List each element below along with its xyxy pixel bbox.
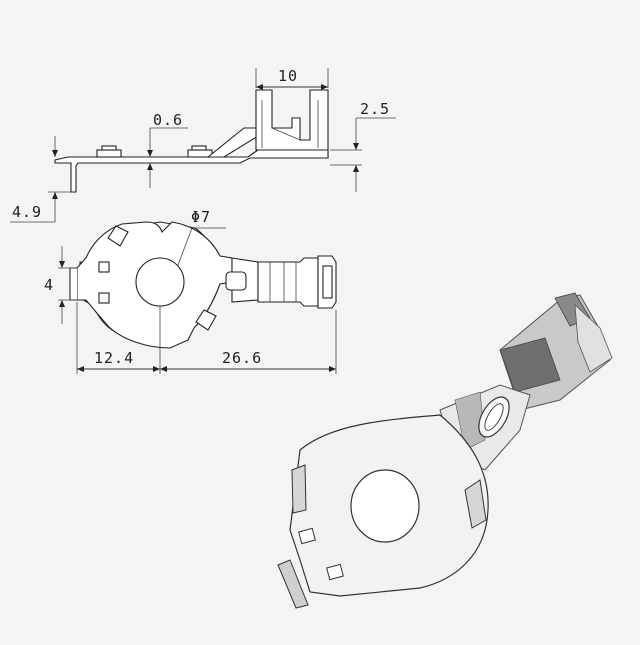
side-plate-body — [54, 149, 329, 193]
side-bump-2 — [187, 149, 213, 158]
render-center-hole — [350, 469, 420, 543]
dim-25-label: 2.5 — [360, 100, 390, 118]
render-oval-slot-inner — [484, 403, 504, 431]
side-view: 10 0.6 2.5 4.9 — [10, 67, 396, 223]
top-tab-lower — [195, 309, 217, 331]
dim-124-label: 12.4 — [94, 349, 134, 367]
render-tab-left — [291, 464, 307, 514]
top-square-1 — [98, 261, 110, 273]
top-center-hole — [135, 257, 185, 307]
side-bump-2-top — [191, 145, 207, 151]
top-crimp-barrel — [257, 257, 319, 307]
top-crimp-end-slot — [322, 265, 333, 299]
render-crimp-inner — [499, 337, 561, 393]
dim-4-label: 4 — [44, 276, 54, 294]
top-left-stub — [69, 267, 77, 301]
side-slope — [206, 127, 259, 158]
render-neck-shade — [454, 391, 486, 451]
dim-phi-leader — [177, 227, 193, 266]
render-square-2 — [326, 563, 344, 581]
top-crimp-slot — [225, 271, 247, 291]
dim-49-label: 4.9 — [12, 203, 42, 221]
dim-10-label: 10 — [278, 67, 298, 85]
dim-266-label: 26.6 — [222, 349, 262, 367]
side-bump-1-top — [101, 145, 117, 151]
isometric-render — [277, 292, 613, 609]
render-square-1 — [298, 527, 316, 545]
dim-25-arrows — [353, 143, 359, 172]
render-tab-bottom — [277, 559, 309, 609]
dim-06-label: 0.6 — [153, 111, 183, 129]
dim-phi-label: Φ7 — [191, 208, 211, 226]
top-square-2 — [98, 292, 110, 304]
top-view: Φ7 4 12.4 26.6 — [44, 208, 337, 374]
dim-06-arrows — [147, 150, 153, 170]
render-tab-right — [464, 479, 487, 529]
top-tab-upper — [107, 225, 129, 247]
side-crimp-barrel — [255, 89, 329, 151]
side-bump-1 — [96, 149, 122, 158]
render-crimp-right — [574, 304, 613, 373]
side-crimp-detail-3 — [271, 127, 301, 141]
